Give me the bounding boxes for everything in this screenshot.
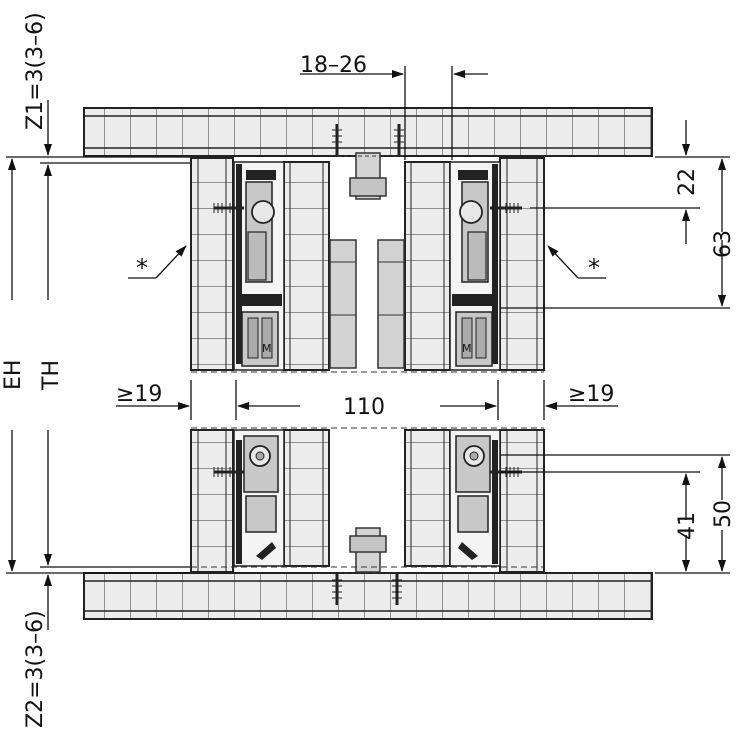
part-mark-right: M [462, 342, 472, 355]
top-panel [83, 107, 653, 157]
bottom-panel [83, 572, 653, 620]
dim-ge19-right: ≥19 [568, 382, 614, 407]
dim-z1: Z1=3(3–6) [23, 12, 48, 130]
right-upper-fitting: M [449, 161, 522, 371]
star-left: * [136, 254, 148, 282]
left-slide-block [329, 239, 357, 369]
right-side-panel-lower [499, 429, 545, 573]
section-break-lines [191, 371, 544, 568]
dim-ge19-left: ≥19 [116, 382, 162, 407]
dim-110: 110 [343, 395, 385, 420]
dim-eh: EH [1, 360, 26, 390]
right-lower-fitting [449, 429, 522, 567]
dim-50: 50 [711, 500, 736, 528]
top-screws [332, 124, 404, 156]
part-mark-left: M [262, 342, 272, 355]
dim-z2: Z2=3(3–6) [23, 610, 48, 728]
left-side-panel-lower [190, 429, 234, 573]
left-lower-fitting [213, 429, 285, 567]
right-door-lower [404, 429, 451, 567]
dimensions [6, 66, 730, 630]
screw-left-lower [213, 467, 244, 477]
star-right: * [588, 254, 600, 282]
left-door-upper [283, 161, 330, 371]
left-upper-fitting: M [213, 161, 285, 371]
right-slide-block [377, 239, 405, 369]
left-door-lower [283, 429, 330, 567]
center-guide-top [330, 152, 406, 200]
dim-22: 22 [675, 168, 700, 196]
right-door-upper [404, 161, 451, 371]
left-side-panel-upper [190, 157, 234, 371]
center-guide-bottom [330, 527, 406, 574]
dim-41: 41 [675, 512, 700, 540]
dim-63: 63 [711, 230, 736, 258]
screw-right-upper [490, 203, 522, 213]
bottom-screws [332, 573, 402, 605]
right-side-panel-upper [499, 157, 545, 371]
dim-th: TH [39, 360, 64, 391]
dim-18-26: 18–26 [300, 53, 367, 78]
screw-left-upper [213, 203, 244, 213]
dimension-labels: 18–26 Z1=3(3–6) Z2=3(3–6) EH TH 22 63 41… [1, 12, 736, 728]
